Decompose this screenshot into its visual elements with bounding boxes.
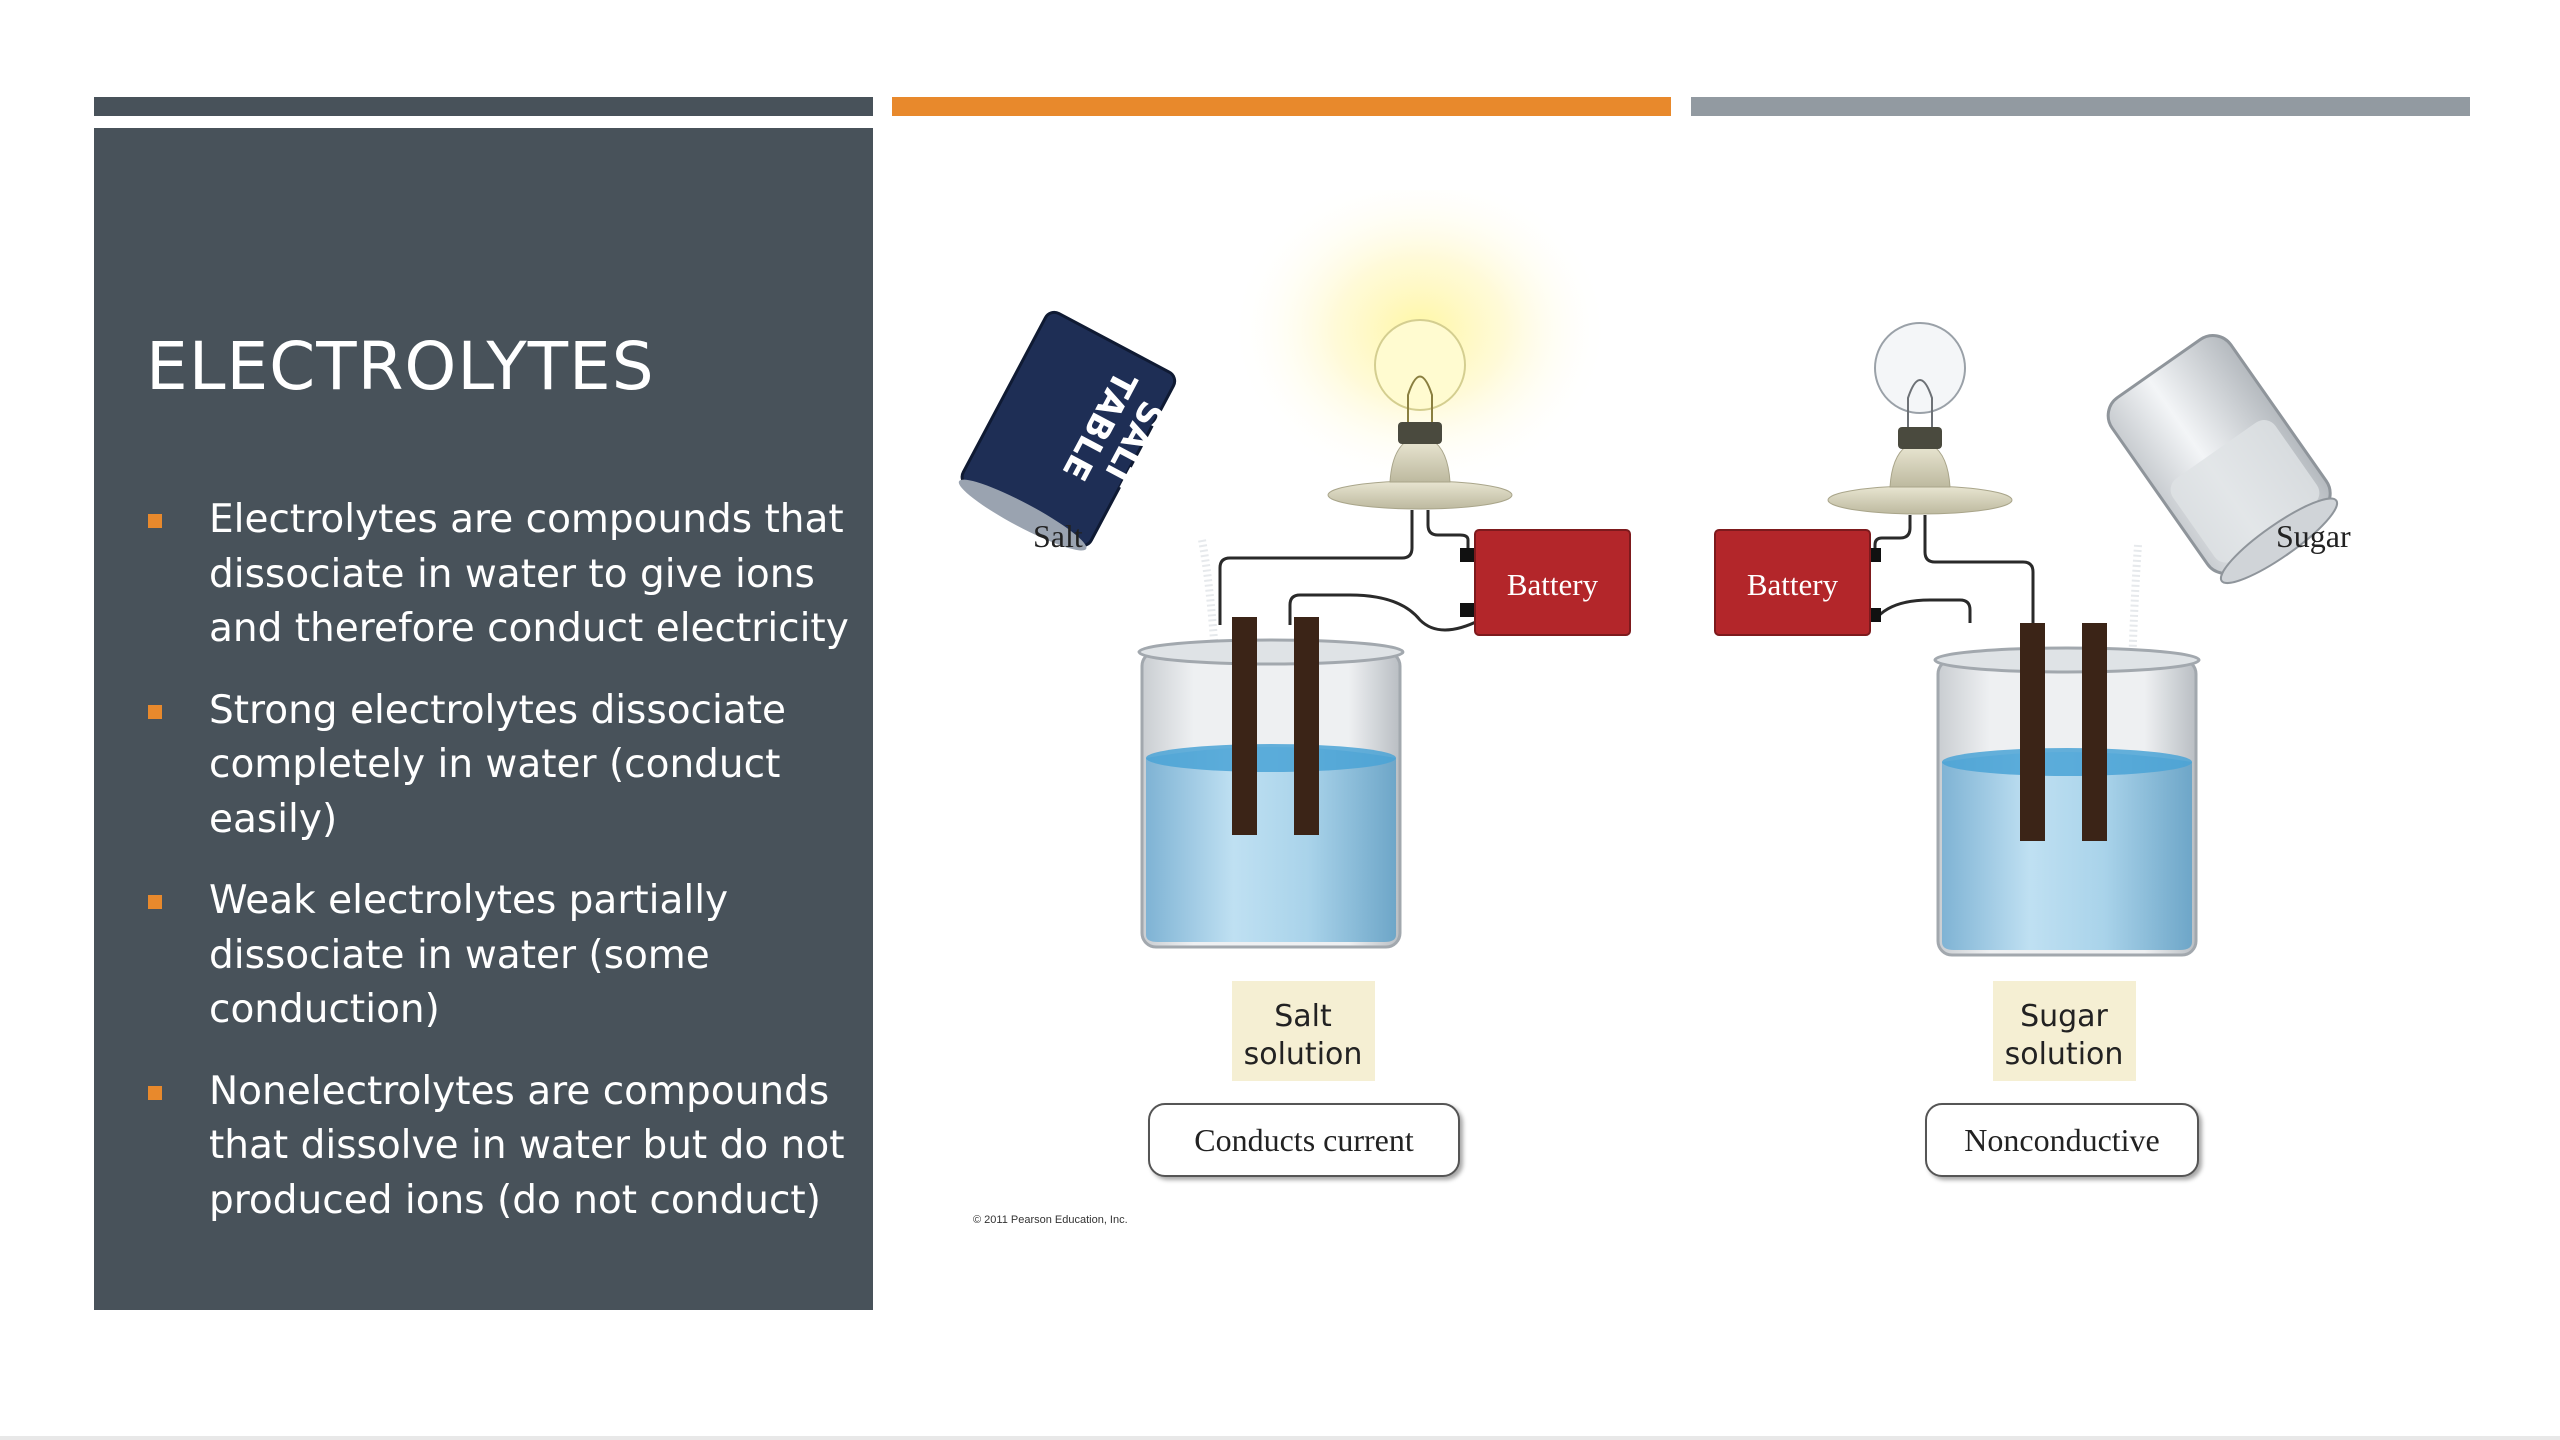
bullet-text: Weak electrolytes partially dissociate i…	[209, 878, 729, 1032]
bullet-square-icon	[148, 514, 162, 528]
copyright: © 2011 Pearson Education, Inc.	[973, 1214, 1128, 1226]
bullet-square-icon	[148, 704, 162, 719]
footer-divider	[0, 1436, 2560, 1440]
text-panel: ELECTROLYTES Electrolytes are compounds …	[94, 128, 873, 1310]
sugar-solution-line2: solution	[2005, 1037, 2124, 1072]
battery-left: Battery	[1474, 529, 1631, 636]
bullet-text: Electrolytes are compounds that dissocia…	[209, 497, 849, 651]
conducts-current-label: Conducts current	[1194, 1122, 1414, 1158]
salt-beaker	[1137, 617, 1405, 949]
salt-solution-label-box	[1232, 981, 1375, 1081]
salt-apparatus: Battery TABLE SALT Salt Salt solution Co…	[958, 190, 1631, 1226]
sugar-solution-line1: Sugar	[2020, 999, 2108, 1034]
sugar-label: Sugar	[2276, 518, 2351, 554]
header-bar-orange	[892, 97, 1671, 116]
nonconductive-box	[1925, 1103, 2199, 1177]
bullet-item: Electrolytes are compounds that dissocia…	[146, 493, 856, 657]
battery-right: Battery	[1714, 529, 1871, 636]
salt-label: Salt	[1033, 518, 1083, 554]
sugar-solution-label-box	[1993, 981, 2136, 1081]
lit-bulb-icon	[1327, 319, 1513, 510]
bullet-item: Weak electrolytes partially dissociate i…	[146, 874, 856, 1038]
bullet-text: Nonelectrolytes are compounds that disso…	[209, 1068, 845, 1223]
salt-solution-line1: Salt	[1274, 999, 1332, 1034]
sugar-beaker	[1933, 623, 2201, 957]
bullet-list: Electrolytes are compounds that dissocia…	[146, 493, 856, 1255]
conductivity-diagram: Battery TABLE SALT Salt Salt solution Co…	[920, 190, 2460, 1250]
bullet-item: Strong electrolytes dissociate completel…	[146, 684, 856, 848]
salt-solution-line2: solution	[1244, 1037, 1363, 1072]
bullet-square-icon	[148, 1085, 162, 1100]
battery-label: Battery	[1507, 567, 1599, 602]
bullet-text: Strong electrolytes dissociate completel…	[209, 687, 787, 842]
bullet-square-icon	[148, 895, 162, 909]
header-bar-gray	[1691, 97, 2470, 116]
slide-title: ELECTROLYTES	[146, 328, 655, 405]
nonconductive-label: Nonconductive	[1964, 1122, 2160, 1158]
bullet-item: Nonelectrolytes are compounds that disso…	[146, 1065, 856, 1229]
unlit-bulb-icon	[1827, 322, 2013, 515]
battery-label: Battery	[1747, 567, 1839, 602]
salt-can-icon: TABLE SALT	[958, 310, 1177, 551]
sugar-apparatus: Battery Sugar Sugar solution Nonconducti…	[1714, 322, 2351, 1177]
sugar-jar-icon	[2106, 334, 2339, 585]
header-bar-dark	[94, 97, 873, 116]
conducts-current-box	[1148, 1103, 1460, 1177]
